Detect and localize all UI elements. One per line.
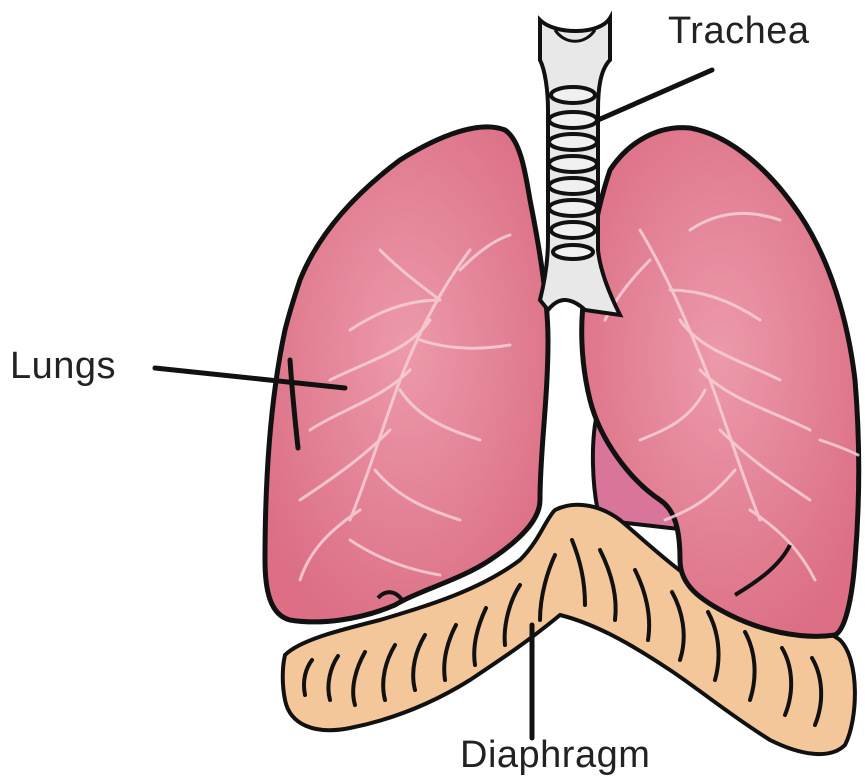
diaphragm-label: Diaphragm xyxy=(460,734,650,777)
trachea-leader-line xyxy=(598,70,712,120)
left-lung xyxy=(265,127,548,622)
trachea-label: Trachea xyxy=(668,10,810,53)
lungs-label: Lungs xyxy=(10,345,116,388)
